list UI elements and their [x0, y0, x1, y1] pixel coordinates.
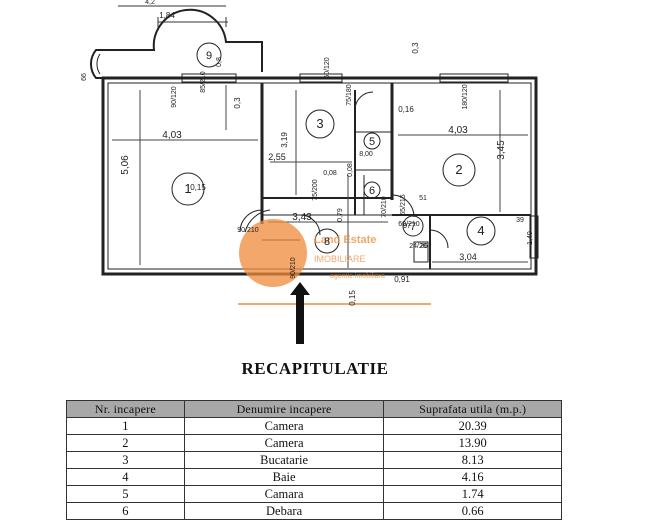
plan-mark-label: 8,00	[359, 151, 373, 158]
header-room-name: Denumire incapere	[183, 400, 385, 418]
room-number-cell: 5	[66, 485, 185, 503]
dimension-label: 1,40	[527, 231, 534, 245]
header-room-number: Nr. incapere	[66, 400, 185, 418]
dimension-label: 0,3	[411, 42, 420, 54]
dimension-label: 0,15	[190, 183, 206, 192]
room-number-cell: 3	[66, 451, 185, 469]
room-number-label: 4	[477, 223, 484, 238]
dimension-label: 0,3	[233, 97, 242, 109]
room-name-cell: Camara	[183, 485, 385, 503]
plan-mark-label: 97	[403, 223, 411, 230]
room-number-cell: 4	[66, 468, 185, 486]
room-2-marker	[442, 153, 476, 187]
dimension-label: 0,91	[394, 275, 410, 284]
opening-size-label: 50/120	[324, 57, 331, 79]
room-number-cell: 2	[66, 434, 185, 452]
opening-size-label: 90/210	[290, 257, 297, 279]
dimension-label: 0,08	[323, 170, 337, 177]
dimension-label: 1,84	[159, 11, 175, 20]
plan-mark-label: 66	[81, 73, 88, 81]
dimension-label: 2,55	[268, 152, 286, 162]
plan-mark-label: 0,8	[216, 57, 223, 67]
header-usable-area: Suprafata utila (m.p.)	[383, 400, 562, 418]
room-number-label: 1	[184, 181, 191, 196]
dimension-label: 3,19	[280, 132, 289, 148]
room-name-cell: Camera	[183, 417, 385, 435]
opening-size-label: 90/210	[237, 227, 259, 234]
usable-area-cell: 13.90	[383, 434, 562, 452]
recap-table: Nr. incapere Denumire incapere Suprafata…	[66, 400, 562, 520]
recap-title: RECAPITULATIE	[241, 359, 389, 378]
opening-size-label: 75/180	[346, 84, 353, 106]
usable-area-cell: 0.66	[383, 502, 562, 520]
watermark-brand: Land Estate	[314, 234, 376, 246]
floor-plan: Land Estate IMOBILIARE agentie imobiliar…	[81, 0, 539, 344]
watermark-logo: Land Estate IMOBILIARE agentie imobiliar…	[238, 219, 431, 305]
dimension-label: 4,03	[448, 125, 468, 136]
usable-area-cell: 4.16	[383, 468, 562, 486]
room-number-cell: 6	[66, 502, 185, 520]
room-5-marker	[363, 132, 381, 150]
dimension-label: 0,08	[347, 163, 354, 177]
opening-size-label: 60/210	[398, 221, 420, 228]
table-header-row: Nr. incapere Denumire incapere Suprafata…	[66, 400, 562, 418]
room-name-cell: Camera	[183, 434, 385, 452]
plan-mark-label: 26	[420, 243, 428, 250]
watermark-line2: IMOBILIARE	[314, 254, 366, 264]
dimension-label: 0,15	[348, 290, 357, 306]
room-number-label: 2	[455, 162, 462, 177]
room-8-marker	[314, 228, 340, 254]
room-name-cell: Bucatarie	[183, 451, 385, 469]
room-number-label: 9	[206, 50, 212, 62]
room-3-marker	[305, 109, 335, 139]
dimension-label: 0,79	[337, 208, 344, 222]
room-number-label: 5	[369, 136, 375, 148]
opening-size-label: 24/26	[409, 243, 427, 250]
opening-size-label: 75/200	[312, 179, 319, 201]
usable-area-cell: 8.13	[383, 451, 562, 469]
opening-size-label: 70/210	[381, 196, 388, 218]
entrance-arrow-icon	[290, 282, 310, 344]
room-number-label: 3	[316, 116, 323, 131]
opening-size-label: 85/210	[200, 71, 207, 93]
plan-mark-label: 39	[516, 217, 524, 224]
room-9-marker	[196, 42, 222, 68]
room-number-label: 8	[324, 236, 330, 248]
usable-area-cell: 1.74	[383, 485, 562, 503]
opening-size-label: 65/215	[400, 194, 407, 216]
dimension-label: 4,2	[145, 0, 155, 6]
room-number-cell: 1	[66, 417, 185, 435]
opening-size-label: 90/120	[171, 86, 178, 108]
room-1-marker	[171, 172, 205, 206]
room-name-cell: Debara	[183, 502, 385, 520]
opening-size-label: 180/120	[462, 84, 469, 109]
plan-mark-label: 51	[419, 195, 427, 202]
room-number-label: 7	[410, 221, 416, 233]
dimension-label: 5,06	[120, 155, 131, 175]
usable-area-cell: 20.39	[383, 417, 562, 435]
dimension-label: 0,16	[398, 105, 414, 114]
dimension-label: 3,45	[496, 140, 507, 160]
room-7-marker	[402, 215, 424, 237]
dimension-label: 3,04	[459, 252, 477, 262]
room-name-cell: Baie	[183, 468, 385, 486]
room-6-marker	[363, 181, 381, 199]
watermark-line3: agentie imobiliara	[330, 273, 385, 280]
dimension-label: 3,43	[292, 212, 312, 223]
room-number-label: 6	[369, 185, 375, 197]
dimension-label: 4,03	[162, 130, 182, 141]
room-4-marker	[466, 216, 496, 246]
